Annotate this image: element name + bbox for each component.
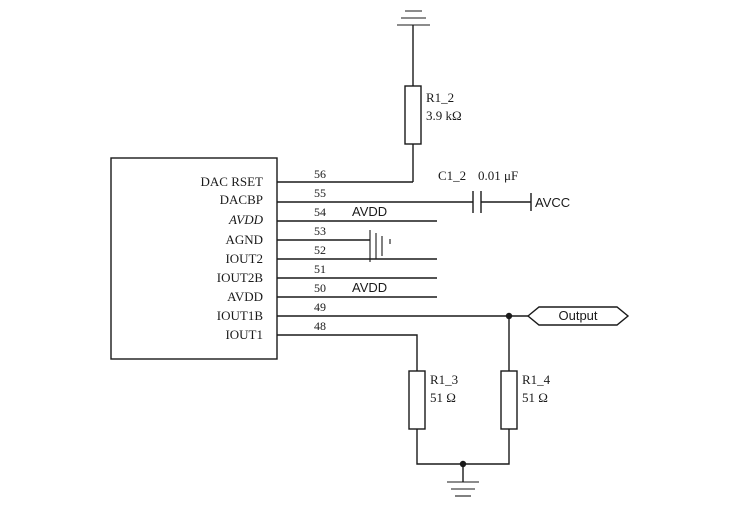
r1-3-value: 51 Ω xyxy=(430,390,456,405)
pin-number-55: 55 xyxy=(314,186,326,200)
pin-name-iout1b: IOUT1B xyxy=(217,308,264,323)
pin-name-iout2b: IOUT2B xyxy=(217,270,264,285)
pin-number-53: 53 xyxy=(314,224,326,238)
wire-pin-48 xyxy=(277,334,418,371)
pin-number-49: 49 xyxy=(314,300,326,314)
capacitor-c1-2: C1_2 0.01 μF AVCC xyxy=(277,168,570,213)
pin-number-54: 54 xyxy=(314,205,326,219)
pin-number-50: 50 xyxy=(314,281,326,295)
ground-symbol-top xyxy=(397,10,430,86)
pin-numbers: 56 55 54 53 52 51 50 49 48 xyxy=(314,167,326,333)
pin-name-avdd-50: AVDD xyxy=(227,289,263,304)
output-port: Output xyxy=(526,306,630,326)
net-label-avdd-50: AVDD xyxy=(352,280,387,295)
pin-number-56: 56 xyxy=(314,167,326,181)
resistor-r1-3: R1_3 51 Ω xyxy=(408,370,458,430)
pin-number-51: 51 xyxy=(314,262,326,276)
pin-name-avdd-54: AVDD xyxy=(228,212,264,227)
r1-2-value: 3.9 kΩ xyxy=(426,108,462,123)
dac-ic: DAC RSET DACBP AVDD AGND IOUT2 IOUT2B AV… xyxy=(110,157,278,360)
resistor-r1-2: R1_2 3.9 kΩ xyxy=(404,85,462,182)
wire-pin-49 xyxy=(277,312,528,371)
pin-name-iout2: IOUT2 xyxy=(225,251,263,266)
c1-2-ref: C1_2 xyxy=(438,168,466,183)
wire-pin-50: AVDD xyxy=(277,280,437,298)
c1-2-value: 0.01 μF xyxy=(478,168,518,183)
r1-2-ref: R1_2 xyxy=(426,90,454,105)
wire-pin-54: AVDD xyxy=(277,204,437,222)
pin-number-52: 52 xyxy=(314,243,326,257)
r1-4-value: 51 Ω xyxy=(522,390,548,405)
pin-name-dacbp: DACBP xyxy=(220,192,263,207)
net-label-output: Output xyxy=(558,308,597,323)
pin-name-iout1: IOUT1 xyxy=(225,327,263,342)
net-label-avdd-54: AVDD xyxy=(352,204,387,219)
pin-name-dac-rset: DAC RSET xyxy=(201,174,264,189)
pin-number-48: 48 xyxy=(314,319,326,333)
r1-3-ref: R1_3 xyxy=(430,372,458,387)
pin-name-agnd: AGND xyxy=(225,232,263,247)
net-label-avcc: AVCC xyxy=(535,195,570,210)
resistor-r1-4: R1_4 51 Ω xyxy=(500,370,551,430)
r1-4-ref: R1_4 xyxy=(522,372,551,387)
ground-symbol-mid xyxy=(277,230,391,262)
ground-symbol-bottom xyxy=(416,429,510,497)
